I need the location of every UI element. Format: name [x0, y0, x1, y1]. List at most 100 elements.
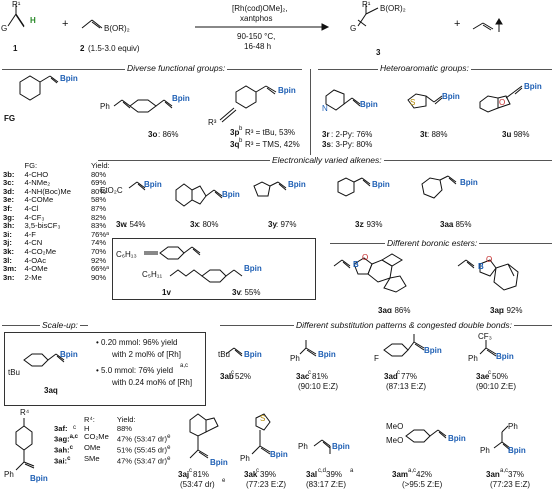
3o-ph: Ph — [100, 102, 110, 111]
3ak-ratio: (77:23 E:Z) — [246, 480, 287, 489]
compound-3ao-structure — [333, 253, 407, 293]
scale-line-1: • 0.20 mmol: 96% yield — [96, 338, 178, 347]
section-heteroaromatic: Heteroaromatic groups: — [378, 63, 471, 73]
3ab-sup: c — [231, 370, 234, 376]
3z-yield: : 93% — [362, 220, 383, 229]
3al-bpin: Bpin — [332, 442, 350, 451]
compound-3aq-structure — [23, 353, 65, 367]
3t-s: S — [410, 98, 416, 107]
3am-sup: a,c — [408, 468, 417, 474]
3v-id: 3v — [232, 288, 241, 297]
3ab-bpin: Bpin — [244, 350, 262, 359]
3q-sup: b — [239, 138, 243, 144]
section-boronic: Different boronic esters: — [385, 238, 480, 248]
3ao-b: B — [353, 260, 359, 269]
3an-label-2: Ph — [480, 446, 490, 455]
fg-head: FG: — [24, 161, 38, 170]
compound-3z-structure — [337, 177, 371, 197]
3ac-label: Ph — [290, 354, 300, 363]
scale-line-1b: with 2 mol% of [Rh] — [112, 350, 181, 359]
1v-label: C₆H₁₃ — [116, 250, 137, 259]
compound-3y-structure — [253, 181, 287, 197]
3w-id: 3w — [116, 220, 127, 229]
3aj-rsup: e — [222, 478, 226, 484]
3o-id: 3o — [148, 130, 158, 139]
section-electronic: Electronically varied alkenes: — [270, 155, 384, 165]
compound-3r-structure — [325, 89, 361, 111]
substrate-1-label: 1 — [13, 44, 18, 53]
3ac-ratio: (90:10 E:Z) — [298, 382, 339, 391]
3q-text: R³ = TMS, 42% — [245, 140, 300, 149]
3p-bpin: Bpin — [278, 86, 296, 95]
3aj-ratio: (53:47 dr) — [180, 480, 215, 489]
plus-sign: + — [62, 18, 69, 30]
compound-3ak-structure — [251, 413, 271, 455]
fg-label: FG — [4, 114, 16, 123]
3x-yield: : 80% — [198, 220, 219, 229]
3ac-bpin: Bpin — [318, 350, 336, 359]
section-substitution: Different substitution patterns & conges… — [294, 320, 514, 330]
compound-3ad-structure — [383, 334, 425, 357]
fg-aryl-structure — [19, 75, 59, 101]
3an-label-1: Ph — [508, 422, 518, 431]
3am-yield: 42% — [416, 470, 433, 479]
3v-label: C₅H₁₁ — [142, 270, 163, 279]
scheme-structures — [7, 4, 503, 32]
3ae-id: 3ae — [476, 372, 490, 381]
compound-3w-structure — [128, 181, 146, 191]
section-scaleup: Scale-up: — [40, 320, 80, 330]
3u-yield: : 98% — [509, 130, 530, 139]
3ap-id: 3ap — [490, 306, 504, 315]
compound-3ap-structure — [457, 259, 519, 291]
3y-yield: : 97% — [276, 220, 297, 229]
3ad-sup: c — [397, 370, 400, 376]
3p-text: R³ = tBu, 53% — [245, 128, 296, 137]
scale-line-2b: with 0.24 mol% of [Rh] — [112, 378, 193, 387]
time-label: 16-48 h — [244, 42, 272, 51]
compound-3u-structure — [479, 85, 523, 113]
3ak-bpin: Bpin — [270, 450, 288, 459]
3al-id: 3al — [306, 470, 318, 479]
3u-o: O — [499, 98, 506, 107]
3af-sup: c — [73, 425, 76, 431]
3p-id: 3p — [230, 128, 240, 137]
compound-3v-structure — [169, 269, 243, 283]
3t-bpin: Bpin — [442, 92, 460, 101]
3al-yield: 39% — [326, 470, 343, 479]
compound-3o-structure — [113, 99, 173, 113]
substrate-h: H — [30, 16, 36, 25]
3al-ratio: (83:17 Z:E) — [306, 480, 347, 489]
3x-id: 3x — [190, 220, 199, 229]
3o-yield: : 86% — [158, 130, 179, 139]
compound-3am-structure — [405, 429, 447, 443]
3ak-s: S — [260, 414, 266, 423]
reagent-2-label: 2 — [80, 44, 85, 53]
product-r1: R¹ — [362, 0, 371, 9]
3w-yield: : 54% — [125, 220, 146, 229]
3w-bpin: Bpin — [144, 180, 162, 189]
3ab-label: tBu — [218, 350, 231, 359]
compound-3al-structure — [313, 439, 331, 454]
3ae-sup: c — [488, 370, 491, 376]
3u-id: 3u — [502, 130, 512, 139]
product-bor2: B(OR)₂ — [380, 4, 406, 13]
3an-yield: 37% — [508, 470, 525, 479]
3an-sup: a,c — [500, 468, 509, 474]
3am-ratio: (>95:5 Z:E) — [402, 480, 443, 489]
reagent-2-equiv: (1.5-3.0 equiv) — [88, 44, 140, 53]
3y-bpin: Bpin — [288, 180, 306, 189]
3ak-label: Ph — [240, 454, 250, 463]
3ak-yield: 39% — [260, 470, 277, 479]
product-3-label: 3 — [376, 48, 381, 57]
3r-bpin: Bpin — [360, 100, 378, 109]
3ao-o: O — [362, 253, 369, 262]
